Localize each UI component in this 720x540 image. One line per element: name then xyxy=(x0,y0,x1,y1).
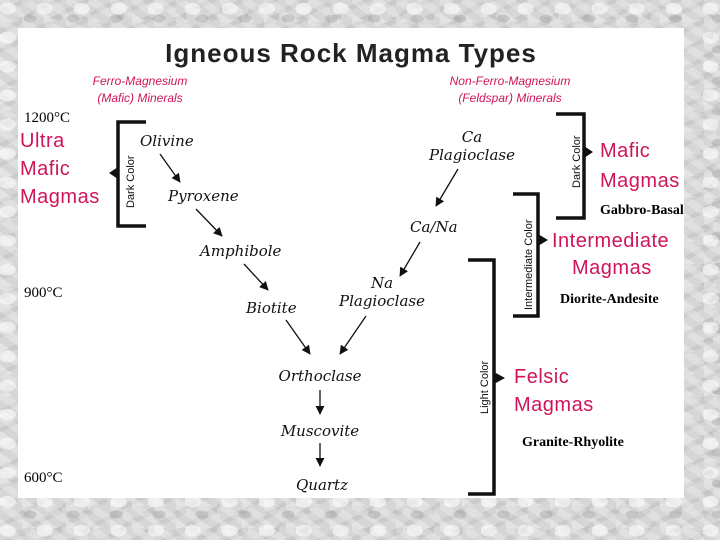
mineral-ca-na: Ca/Na xyxy=(410,218,458,236)
dark-color-bracket-right xyxy=(556,112,586,220)
mineral-na-plagioclase-line1: Na xyxy=(370,274,393,292)
left-column-header-line1: Ferro-Magnesium xyxy=(93,74,188,88)
mineral-orthoclase: Orthoclase xyxy=(279,367,362,385)
mineral-muscovite: Muscovite xyxy=(280,422,359,440)
arrow-biotite-to-orthoclase xyxy=(285,319,311,355)
intermediate-color-bracket xyxy=(513,192,540,318)
arrow-ca-plagioclase-to-ca-na xyxy=(435,168,459,207)
arrow-na-plagioclase-to-orthoclase xyxy=(339,315,367,355)
arrow-olivine-to-pyroxene xyxy=(159,153,181,183)
diagram-panel: Igneous Rock Magma Types Ferro-Magnesium… xyxy=(18,28,684,498)
intermediate-magma-label-line1: Intermediate xyxy=(552,230,669,252)
ultramafic-magma-label-line3: Magmas xyxy=(20,186,100,208)
temperature-600: 600°C xyxy=(24,470,63,486)
dark-color-label-left: Dark Color xyxy=(125,155,137,208)
arrow-ca-na-to-na-plagioclase xyxy=(399,241,421,277)
magma-types-diagram: Igneous Rock Magma Types Ferro-Magnesium… xyxy=(20,38,684,496)
left-column-header-line2: (Mafic) Minerals xyxy=(97,91,182,105)
mineral-pyroxene: Pyroxene xyxy=(167,187,239,205)
right-column-header-line1: Non-Ferro-Magnesium xyxy=(450,74,571,88)
mineral-ca-plagioclase-line1: Ca xyxy=(462,128,482,146)
mineral-ca-plagioclase-line2: Plagioclase xyxy=(428,146,515,164)
ultramafic-magma-label-line2: Mafic xyxy=(20,158,70,180)
ultramafic-magma-label-line1: Ultra xyxy=(20,130,65,152)
mineral-na-plagioclase-line2: Plagioclase xyxy=(338,292,425,310)
light-color-label: Light Color xyxy=(479,360,491,414)
mineral-amphibole: Amphibole xyxy=(198,242,282,260)
rock-type-felsic: Granite-Rhyolite xyxy=(522,435,624,450)
bracket-pointer-light xyxy=(494,372,505,384)
intermediate-color-label: Intermediate Color xyxy=(523,219,535,310)
bracket-pointer-left xyxy=(109,167,118,179)
felsic-magma-label-line2: Magmas xyxy=(514,394,594,416)
bracket-pointer-intermediate xyxy=(538,234,548,246)
right-column-header-line2: (Feldspar) Minerals xyxy=(458,91,561,105)
page-title: Igneous Rock Magma Types xyxy=(165,38,537,68)
bracket-pointer-right xyxy=(584,146,593,158)
rock-type-mafic: Gabbro-Basalt xyxy=(600,203,684,218)
arrow-amphibole-to-biotite xyxy=(243,263,269,291)
mineral-biotite: Biotite xyxy=(245,299,297,317)
rock-type-intermediate: Diorite-Andesite xyxy=(560,292,659,307)
felsic-magma-label-line1: Felsic xyxy=(514,366,569,388)
mafic-magma-label-line2: Magmas xyxy=(600,170,680,192)
arrow-pyroxene-to-amphibole xyxy=(195,208,223,237)
dark-color-label-right: Dark Color xyxy=(571,135,583,188)
temperature-1200: 1200°C xyxy=(24,110,70,126)
intermediate-magma-label-line2: Magmas xyxy=(572,257,652,279)
temperature-900: 900°C xyxy=(24,285,63,301)
mineral-quartz: Quartz xyxy=(296,476,348,494)
mineral-olivine: Olivine xyxy=(140,132,194,150)
mafic-magma-label-line1: Mafic xyxy=(600,140,650,162)
